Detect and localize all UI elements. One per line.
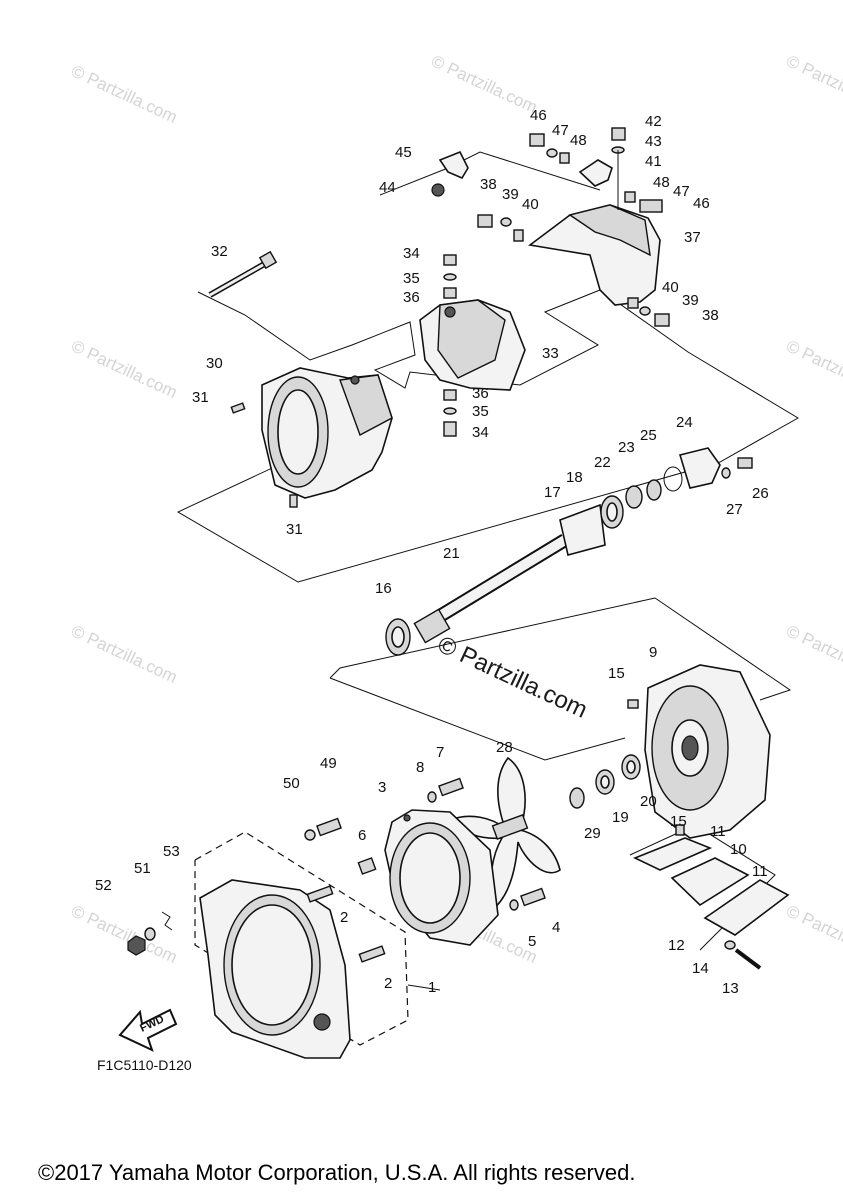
callout-39: 39 — [502, 186, 519, 203]
callout-44: 44 — [379, 179, 396, 196]
callout-22: 22 — [594, 454, 611, 471]
callout-47: 47 — [673, 183, 690, 200]
watermark-text: © Partzilla.com — [68, 61, 180, 127]
callout-46: 46 — [530, 107, 547, 124]
callout-49: 49 — [320, 755, 337, 772]
callout-9: 9 — [649, 644, 657, 661]
callout-7: 7 — [436, 744, 444, 761]
callout-16: 16 — [375, 580, 392, 597]
callout-32: 32 — [211, 243, 228, 260]
callout-19: 19 — [612, 809, 629, 826]
deflector-37 — [528, 204, 661, 306]
callout-50: 50 — [283, 775, 300, 792]
bolt-32 — [208, 250, 278, 298]
ride-plate-1 — [199, 879, 386, 1059]
callout-21: 21 — [443, 545, 460, 562]
callout-43: 43 — [645, 133, 662, 150]
callout-5: 5 — [528, 933, 536, 950]
callout-20: 20 — [640, 793, 657, 810]
callout-24: 24 — [676, 414, 693, 431]
callout-25: 25 — [640, 427, 657, 444]
callout-2: 2 — [340, 909, 348, 926]
watermark-text: © Partzilla.com — [68, 621, 180, 687]
callout-35: 35 — [472, 403, 489, 420]
callout-42: 42 — [645, 113, 662, 130]
plate-group-10-14 — [633, 837, 790, 970]
callout-2: 2 — [384, 975, 392, 992]
callout-31: 31 — [286, 521, 303, 538]
callout-18: 18 — [566, 469, 583, 486]
callout-labels: 1 2 2 3 4 5 6 7 8 9 10 11 11 12 13 14 15… — [95, 107, 769, 997]
fasteners-51-53 — [127, 911, 173, 956]
callout-6: 6 — [358, 827, 366, 844]
steering-nozzle-33 — [419, 299, 526, 391]
callout-10: 10 — [730, 841, 747, 858]
watermark-center: © Partzilla.com — [433, 631, 591, 724]
callout-14: 14 — [692, 960, 709, 977]
callout-23: 23 — [618, 439, 635, 456]
seals-19-20-29 — [569, 754, 641, 809]
callout-40: 40 — [522, 196, 539, 213]
nozzle-30 — [261, 367, 393, 499]
watermark-text: © Partzilla.com — [783, 51, 843, 117]
callout-46: 46 — [693, 195, 710, 212]
callout-36: 36 — [472, 385, 489, 402]
callout-4: 4 — [552, 919, 560, 936]
callout-30: 30 — [206, 355, 223, 372]
callout-36: 36 — [403, 289, 420, 306]
callout-33: 33 — [542, 345, 559, 362]
callout-15: 15 — [608, 665, 625, 682]
callout-34: 34 — [403, 245, 420, 262]
callout-12: 12 — [668, 937, 685, 954]
callout-8: 8 — [416, 759, 424, 776]
callout-13: 13 — [722, 980, 739, 997]
watermark-text: © Partzilla.com — [428, 51, 540, 117]
impeller-housing-9 — [627, 664, 771, 839]
watermark-text: © Partzilla.com — [783, 901, 843, 967]
shaft-assembly — [385, 447, 753, 656]
callout-37: 37 — [684, 229, 701, 246]
lever-44-45 — [431, 150, 469, 197]
callout-51: 51 — [134, 860, 151, 877]
watermark-text: © Partzilla.com — [783, 336, 843, 402]
callout-15: 15 — [670, 813, 687, 830]
callout-38: 38 — [702, 307, 719, 324]
pin-31 — [289, 494, 298, 508]
watermark-text: © Partzilla.com — [783, 621, 843, 687]
callout-28: 28 — [496, 739, 513, 756]
callout-31: 31 — [192, 389, 209, 406]
watermark-text: © Partzilla.com — [68, 901, 180, 967]
callout-27: 27 — [726, 501, 743, 518]
pin-31 — [230, 402, 246, 414]
watermark-text: © Partzilla.com — [68, 336, 180, 402]
callout-17: 17 — [544, 484, 561, 501]
copyright-notice: ©2017 Yamaha Motor Corporation, U.S.A. A… — [38, 1160, 635, 1185]
callout-41: 41 — [645, 153, 662, 170]
callout-26: 26 — [752, 485, 769, 502]
diagram-code: F1C5110-D120 — [97, 1057, 192, 1073]
intake-housing-3 — [384, 809, 499, 946]
callout-39: 39 — [682, 292, 699, 309]
callout-47: 47 — [552, 122, 569, 139]
callout-53: 53 — [163, 843, 180, 860]
callout-11: 11 — [752, 863, 768, 880]
deflector-hardware-38-48 — [477, 127, 670, 327]
callout-48: 48 — [653, 174, 670, 191]
callout-35: 35 — [403, 270, 420, 287]
callout-40: 40 — [662, 279, 679, 296]
callout-11: 11 — [710, 823, 726, 840]
fwd-arrow-icon: FWD — [118, 1008, 178, 1052]
callout-45: 45 — [395, 144, 412, 161]
callout-34: 34 — [472, 424, 489, 441]
callout-38: 38 — [480, 176, 497, 193]
callout-52: 52 — [95, 877, 112, 894]
callout-1: 1 — [428, 979, 436, 996]
callout-48: 48 — [570, 132, 587, 149]
callout-3: 3 — [378, 779, 386, 796]
callout-29: 29 — [584, 825, 601, 842]
fastener-stack-34-36 — [443, 254, 457, 437]
fasteners-4-8-49-50 — [304, 777, 546, 911]
